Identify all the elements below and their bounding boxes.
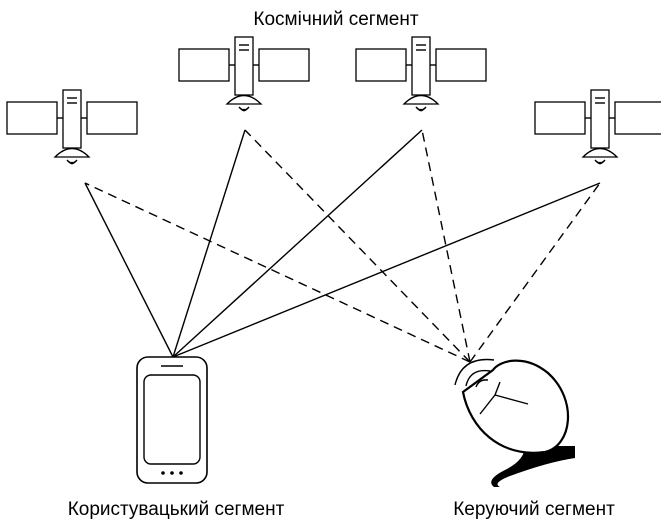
space-segment-label: Космічний сегмент (253, 9, 418, 30)
smartphone-icon (136, 356, 208, 484)
satellite-1-icon (6, 89, 138, 166)
user-link-sat4 (172, 182, 601, 358)
control-segment-label: Керуючий сегмент (453, 499, 615, 520)
links (84, 129, 601, 363)
user-link-sat1 (84, 182, 174, 358)
user-link-sat3 (172, 129, 423, 358)
user-segment-label: Користувацький сегмент (68, 499, 285, 520)
control-link-sat1 (84, 182, 471, 363)
control-link-sat2 (244, 129, 471, 363)
satellite-2-icon (178, 36, 310, 113)
user-link-sat2 (172, 129, 246, 358)
ground-station-dish-icon (454, 358, 575, 487)
control-link-sat3 (421, 129, 471, 363)
control-link-sat4 (469, 182, 601, 363)
satellite-4-icon (534, 89, 661, 166)
satellite-3-icon (355, 36, 487, 113)
